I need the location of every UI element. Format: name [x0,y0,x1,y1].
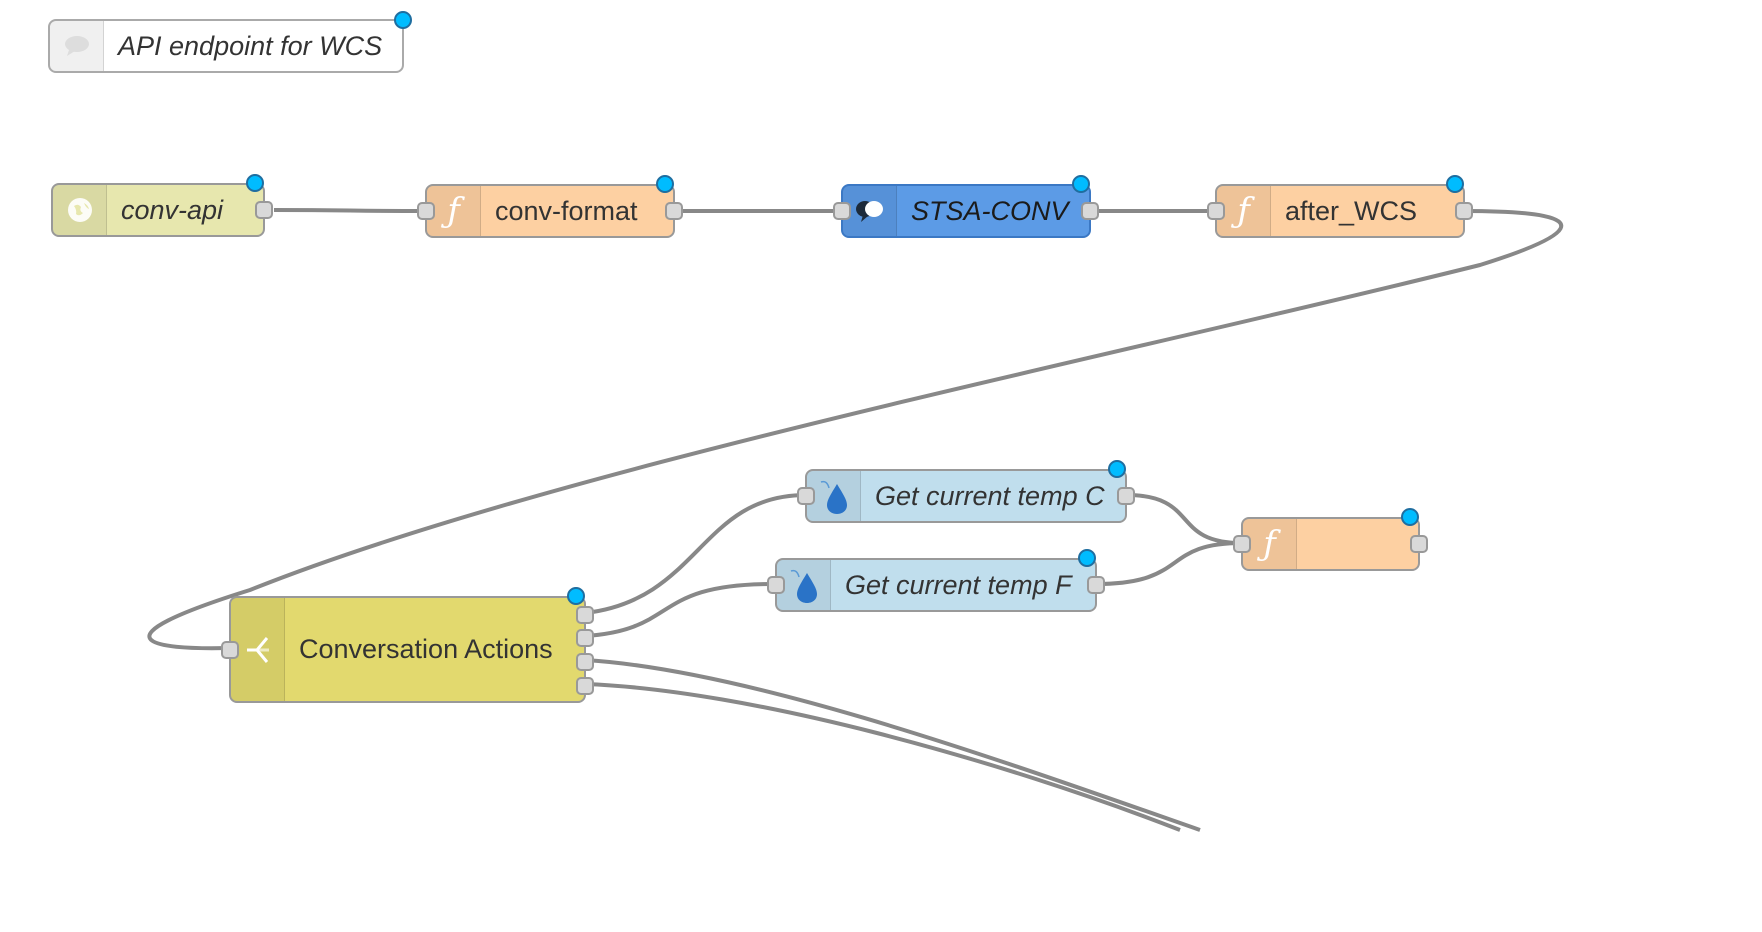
output-port[interactable] [665,202,683,220]
node-conv-api[interactable]: conv-api [51,174,273,237]
changed-indicator [1401,508,1419,526]
weather-drop-icon [807,471,861,521]
changed-indicator [1108,460,1126,478]
changed-indicator [1072,175,1090,193]
node-conversation-actions[interactable]: Conversation Actions [221,587,594,703]
comment-node[interactable]: API endpoint for WCS [48,11,412,73]
node-get-current-temp-f[interactable]: Get current temp F [767,549,1105,612]
output-port[interactable] [1087,576,1105,594]
wire-temp-f-to-function[interactable] [1095,541,1243,586]
output-port[interactable] [1117,487,1135,505]
input-port[interactable] [221,641,239,659]
input-port[interactable] [1207,202,1225,220]
node-label: conv-api [121,194,224,225]
output-port-1[interactable] [576,606,594,624]
wire-actions-to-temp-c[interactable] [584,493,807,615]
node-label: Conversation Actions [299,634,553,664]
function-icon: ƒ [1217,186,1271,236]
wire-conv-api-to-conv-format[interactable] [273,208,427,213]
output-port-3[interactable] [576,653,594,671]
output-port-2[interactable] [576,629,594,647]
output-port[interactable] [1455,202,1473,220]
function-icon: ƒ [1243,519,1297,569]
output-port[interactable] [1081,202,1099,220]
output-port[interactable] [1410,535,1428,553]
globe-icon [53,185,107,235]
changed-indicator [1446,175,1464,193]
switch-icon [231,598,285,701]
function-icon: ƒ [427,186,481,236]
node-conv-format[interactable]: ƒ conv-format [417,175,683,238]
node-label: after_WCS [1285,195,1418,226]
output-port[interactable] [255,201,273,219]
changed-indicator [656,175,674,193]
wire-actions-out-4[interactable] [584,682,1181,832]
changed-indicator [246,174,264,192]
comment-icon [50,21,104,71]
wire-after-wcs-to-conversation-actions[interactable] [147,209,1564,651]
conversation-icon [843,186,897,236]
changed-indicator [1078,549,1096,567]
input-port[interactable] [797,487,815,505]
input-port[interactable] [417,202,435,220]
node-label: Get current temp F [845,569,1072,600]
node-label: conv-format [495,195,638,226]
wire-actions-out-3[interactable] [584,658,1201,832]
wire-temp-c-to-function[interactable] [1125,493,1243,545]
input-port[interactable] [1233,535,1251,553]
input-port[interactable] [833,202,851,220]
output-port-4[interactable] [576,677,594,695]
changed-indicator [394,11,412,29]
input-port[interactable] [767,576,785,594]
node-stsa-conv[interactable]: STSA-CONV [833,175,1099,238]
node-label: STSA-CONV [911,195,1069,226]
comment-label: API endpoint for WCS [118,30,383,61]
node-after-wcs[interactable]: ƒ after_WCS [1207,175,1473,238]
changed-indicator [567,587,585,605]
weather-drop-icon [777,560,831,610]
node-get-current-temp-c[interactable]: Get current temp C [797,460,1135,523]
node-unnamed-function[interactable]: ƒ [1233,508,1428,571]
node-label: Get current temp C [875,480,1105,511]
wire-actions-to-temp-f[interactable] [584,581,777,638]
